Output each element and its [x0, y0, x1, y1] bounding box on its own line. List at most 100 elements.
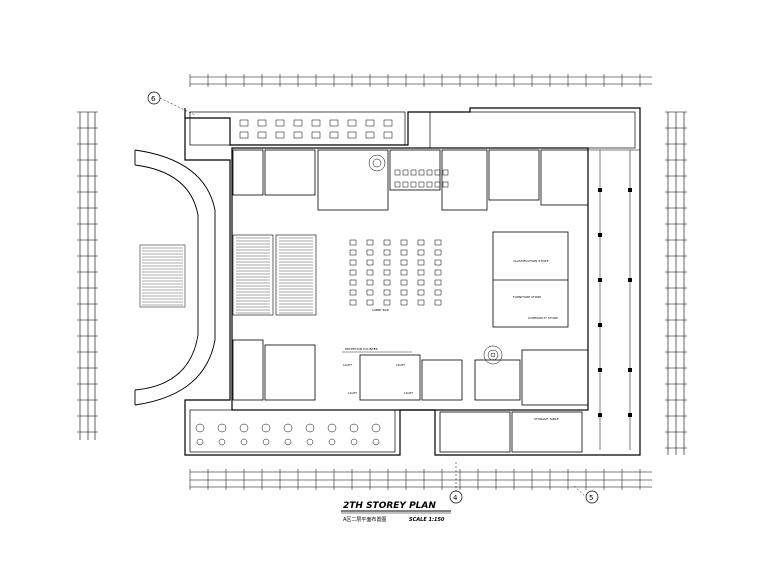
- lobby-table: [434, 239, 442, 246]
- dining-table: [327, 423, 337, 433]
- dining-table: [257, 119, 267, 127]
- lobby-table: [434, 269, 442, 276]
- dining-table: [293, 119, 303, 127]
- dining-table: [262, 438, 270, 446]
- lobby-table: [400, 279, 408, 286]
- dimension-ticks: [77, 74, 687, 490]
- lobby-table: [366, 239, 374, 246]
- interior-walls: [232, 149, 589, 453]
- dining-table: [311, 131, 321, 139]
- lobby-table: [349, 279, 357, 286]
- lobby-table: [400, 239, 408, 246]
- dining-table: [329, 119, 339, 127]
- dining-table: [283, 423, 293, 433]
- building-outline: [184, 107, 641, 456]
- lobby-table: [383, 269, 391, 276]
- label-light-4: LIGHT: [404, 391, 413, 395]
- entrance-canopy: [139, 244, 186, 308]
- south-dining-block: [189, 409, 396, 453]
- dining-table: [195, 423, 205, 433]
- cafe-table: [418, 169, 425, 176]
- cafe-table: [434, 181, 441, 188]
- dining-table: [239, 423, 249, 433]
- lobby-table: [434, 249, 442, 256]
- grid-callout-top: 6: [147, 91, 196, 116]
- drawing-scale: SCALE 1:150: [409, 517, 445, 523]
- callout-bottom-label-2: 5: [589, 494, 593, 502]
- lobby-table: [417, 249, 425, 256]
- lobby-table: [366, 289, 374, 296]
- lobby-table: [417, 299, 425, 306]
- callout-top-label: 6: [151, 95, 156, 103]
- dining-table: [240, 438, 248, 446]
- dining-table: [371, 423, 381, 433]
- lobby-table: [383, 289, 391, 296]
- lobby-table: [434, 279, 442, 286]
- dining-table: [347, 119, 357, 127]
- cafe-table: [418, 181, 425, 188]
- lobby-table: [383, 279, 391, 286]
- dining-table: [257, 131, 267, 139]
- label-light-2: LIGHT: [396, 363, 405, 367]
- lobby-table: [400, 259, 408, 266]
- lobby-table: [417, 279, 425, 286]
- dining-table: [239, 131, 249, 139]
- dining-table: [347, 131, 357, 139]
- cafe-table: [442, 181, 449, 188]
- lobby-table: [383, 239, 391, 246]
- entrance-driveway: [134, 149, 216, 406]
- lobby-table: [349, 299, 357, 306]
- label-storage: STORAGE TABLE: [534, 417, 559, 421]
- lobby-table: [417, 289, 425, 296]
- canopy-hatch: [142, 247, 183, 306]
- lobby-table: [434, 299, 442, 306]
- lobby-table: [366, 259, 374, 266]
- dining-table: [350, 438, 358, 446]
- label-light-3: LIGHT: [348, 391, 357, 395]
- dining-table: [275, 131, 285, 139]
- lobby-table: [383, 249, 391, 256]
- lobby-table: [434, 289, 442, 296]
- lobby-table: [366, 299, 374, 306]
- lobby-table: [434, 259, 442, 266]
- lobby-table: [400, 299, 408, 306]
- lobby-table: [400, 249, 408, 256]
- lobby-table: [383, 259, 391, 266]
- lobby-table: [349, 239, 357, 246]
- drawing-title: 2TH STOREY PLAN: [343, 501, 436, 511]
- dining-table: [329, 131, 339, 139]
- north-dining-block: [189, 111, 636, 149]
- escalators: [232, 234, 317, 316]
- dining-table: [239, 119, 249, 127]
- dining-table: [328, 438, 336, 446]
- label-lobby-bar: LOBBY BAR: [372, 308, 389, 312]
- cafe-table: [442, 169, 449, 176]
- dining-table: [365, 119, 375, 127]
- label-reception: RECEPTION COUNTER: [345, 347, 378, 351]
- cafe-table: [402, 169, 409, 176]
- lobby-table: [417, 259, 425, 266]
- dining-table: [293, 131, 303, 139]
- drawing-subtitle: A区二层平面布置图: [343, 516, 386, 523]
- lobby-table: [417, 269, 425, 276]
- dining-table: [383, 119, 393, 127]
- right-wing-partitions: [588, 149, 640, 450]
- escalator-steps: [236, 237, 313, 314]
- dining-table: [306, 438, 314, 446]
- lobby-furniture: [195, 119, 449, 446]
- dining-table: [275, 119, 285, 127]
- dining-table: [217, 423, 227, 433]
- dining-table: [383, 131, 393, 139]
- cafe-table: [402, 181, 409, 188]
- dimension-lines: [79, 76, 685, 488]
- lobby-table: [349, 249, 357, 256]
- cafe-table: [410, 181, 417, 188]
- lobby-table: [366, 279, 374, 286]
- label-classification-store: CLASSIFICATION STORE: [513, 259, 549, 263]
- cafe-table: [394, 181, 401, 188]
- dining-table: [261, 423, 271, 433]
- lobby-table: [366, 269, 374, 276]
- dining-table: [311, 119, 321, 127]
- label-commodity-store: COMMODITY STORE: [528, 316, 558, 320]
- lobby-table: [400, 289, 408, 296]
